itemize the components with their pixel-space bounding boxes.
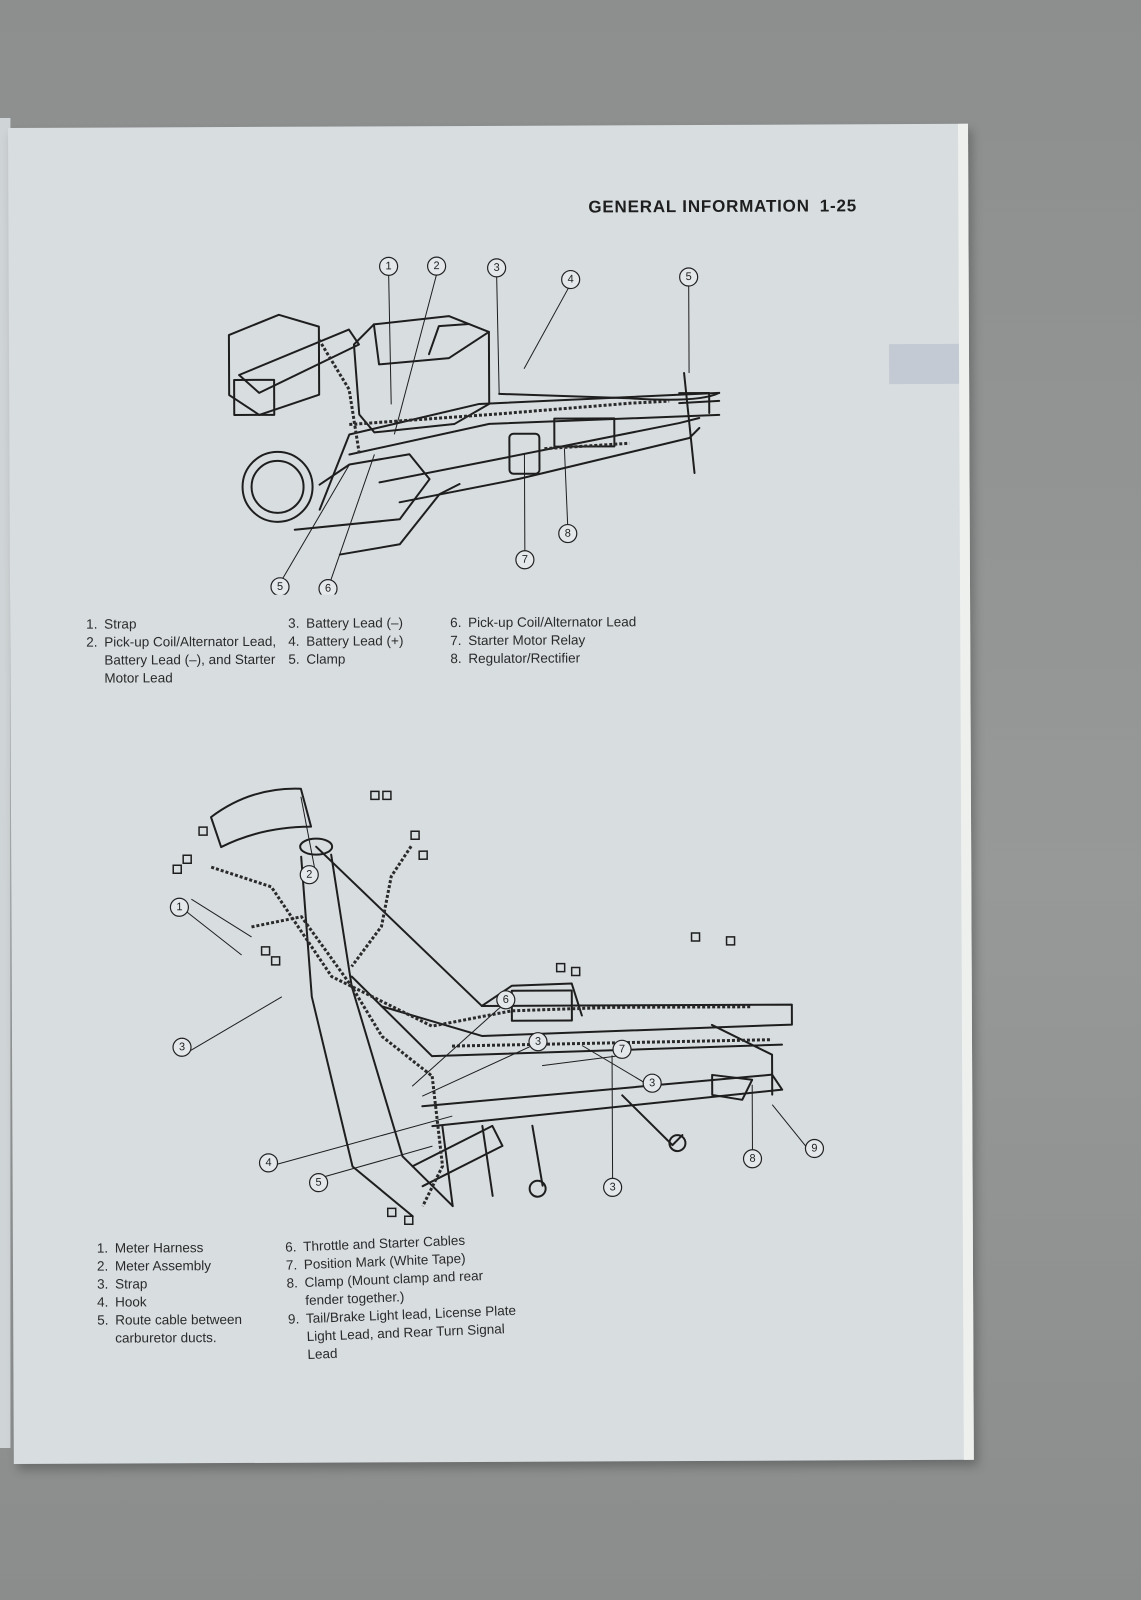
callout-marker: 6 xyxy=(496,990,516,1010)
callout-marker: 6 xyxy=(318,579,338,596)
figure-1-legend-col-2: 3.Battery Lead (–) 4.Battery Lead (+) 5.… xyxy=(288,614,448,669)
figure-1-frame-wiring: 1 2 3 4 5 5 6 7 8 xyxy=(227,256,721,596)
svg-text:3: 3 xyxy=(649,1077,655,1089)
legend-item: 9.Tail/Brake Light lead, License Plate L… xyxy=(287,1302,517,1363)
figure-2-callouts: 1 2 3 6 3 7 3 4 3 5 3 8 9 xyxy=(169,865,825,1197)
callout-marker: 7 xyxy=(515,550,535,570)
legend-item: 3.Strap xyxy=(97,1276,148,1292)
svg-text:4: 4 xyxy=(568,274,574,286)
frame-rail xyxy=(238,328,360,394)
callout-marker: 3 xyxy=(172,1037,192,1057)
callout-marker: 5 xyxy=(270,577,290,596)
svg-text:3: 3 xyxy=(535,1036,541,1048)
figure-1-callouts: 1 2 3 4 5 5 6 7 8 xyxy=(270,256,699,596)
legend-item: 4.Hook xyxy=(97,1294,147,1310)
bleed-through-tab xyxy=(888,343,960,385)
figure-1-legend-col-3: 6.Pick-up Coil/Alternator Lead 7.Starter… xyxy=(450,613,650,668)
callout-marker: 8 xyxy=(742,1149,763,1169)
callout-marker: 5 xyxy=(309,1173,329,1193)
callout-marker: 3 xyxy=(642,1073,662,1093)
svg-text:1: 1 xyxy=(386,260,392,272)
svg-text:9: 9 xyxy=(811,1142,817,1154)
callout-marker: 1 xyxy=(379,256,399,276)
legend-item: 5.Route cable between carburetor ducts. xyxy=(97,1311,243,1346)
legend-item: 5.Clamp xyxy=(288,651,346,667)
svg-text:6: 6 xyxy=(503,994,509,1006)
figure-1-legend-col-1: 1.Strap 2.Pick-up Coil/Alternator Lead, … xyxy=(86,615,276,688)
section-title: GENERAL INFORMATION xyxy=(588,196,810,217)
callout-marker: 3 xyxy=(487,258,507,278)
svg-text:8: 8 xyxy=(565,528,571,540)
svg-text:3: 3 xyxy=(610,1181,616,1193)
callout-marker: 4 xyxy=(561,269,581,290)
svg-text:1: 1 xyxy=(176,901,182,913)
svg-text:3: 3 xyxy=(179,1041,185,1053)
callout-marker: 2 xyxy=(299,865,319,885)
svg-text:4: 4 xyxy=(265,1157,271,1169)
callout-marker: 4 xyxy=(258,1153,279,1173)
svg-text:7: 7 xyxy=(522,554,528,566)
callout-marker: 3 xyxy=(603,1177,623,1197)
page-number: 1-25 xyxy=(819,196,858,216)
page-header: GENERAL INFORMATION 1-25 xyxy=(588,196,857,217)
callout-marker: 5 xyxy=(679,267,699,287)
svg-text:8: 8 xyxy=(749,1153,755,1165)
legend-item: 1.Meter Harness xyxy=(96,1240,204,1256)
svg-text:2: 2 xyxy=(306,869,312,881)
svg-text:5: 5 xyxy=(277,581,283,593)
svg-text:7: 7 xyxy=(619,1043,625,1055)
legend-item: 3.Battery Lead (–) xyxy=(288,615,404,631)
callout-marker: 8 xyxy=(558,523,578,544)
legend-item: 2.Pick-up Coil/Alternator Lead, Battery … xyxy=(86,633,277,686)
svg-text:6: 6 xyxy=(325,583,331,595)
legend-item: 1.Strap xyxy=(86,616,137,632)
callout-marker: 1 xyxy=(169,897,190,917)
callout-marker: 2 xyxy=(427,256,447,276)
legend-item: 6.Pick-up Coil/Alternator Lead xyxy=(450,614,637,631)
legend-item: 8.Regulator/Rectifier xyxy=(450,650,581,667)
figure-2-harness-routing: 1 2 3 6 3 7 3 4 3 5 3 8 9 xyxy=(169,787,825,1226)
svg-text:3: 3 xyxy=(494,262,500,274)
manual-page: GENERAL INFORMATION 1-25 xyxy=(8,123,974,1464)
figure-2-legend-col-2: 6.Throttle and Starter Cables 7.Position… xyxy=(285,1230,520,1365)
svg-text:2: 2 xyxy=(434,260,440,272)
legend-item: 7.Starter Motor Relay xyxy=(450,632,586,649)
svg-text:5: 5 xyxy=(316,1177,322,1189)
legend-item: 2.Meter Assembly xyxy=(96,1258,212,1274)
callout-marker: 7 xyxy=(612,1039,632,1059)
legend-item: 4.Battery Lead (+) xyxy=(288,633,404,649)
callout-marker: 9 xyxy=(804,1138,825,1159)
svg-text:5: 5 xyxy=(686,271,692,283)
figure-2-legend-col-1: 1.Meter Harness 2.Meter Assembly 3.Strap… xyxy=(97,1239,287,1348)
callout-marker: 3 xyxy=(528,1032,548,1052)
